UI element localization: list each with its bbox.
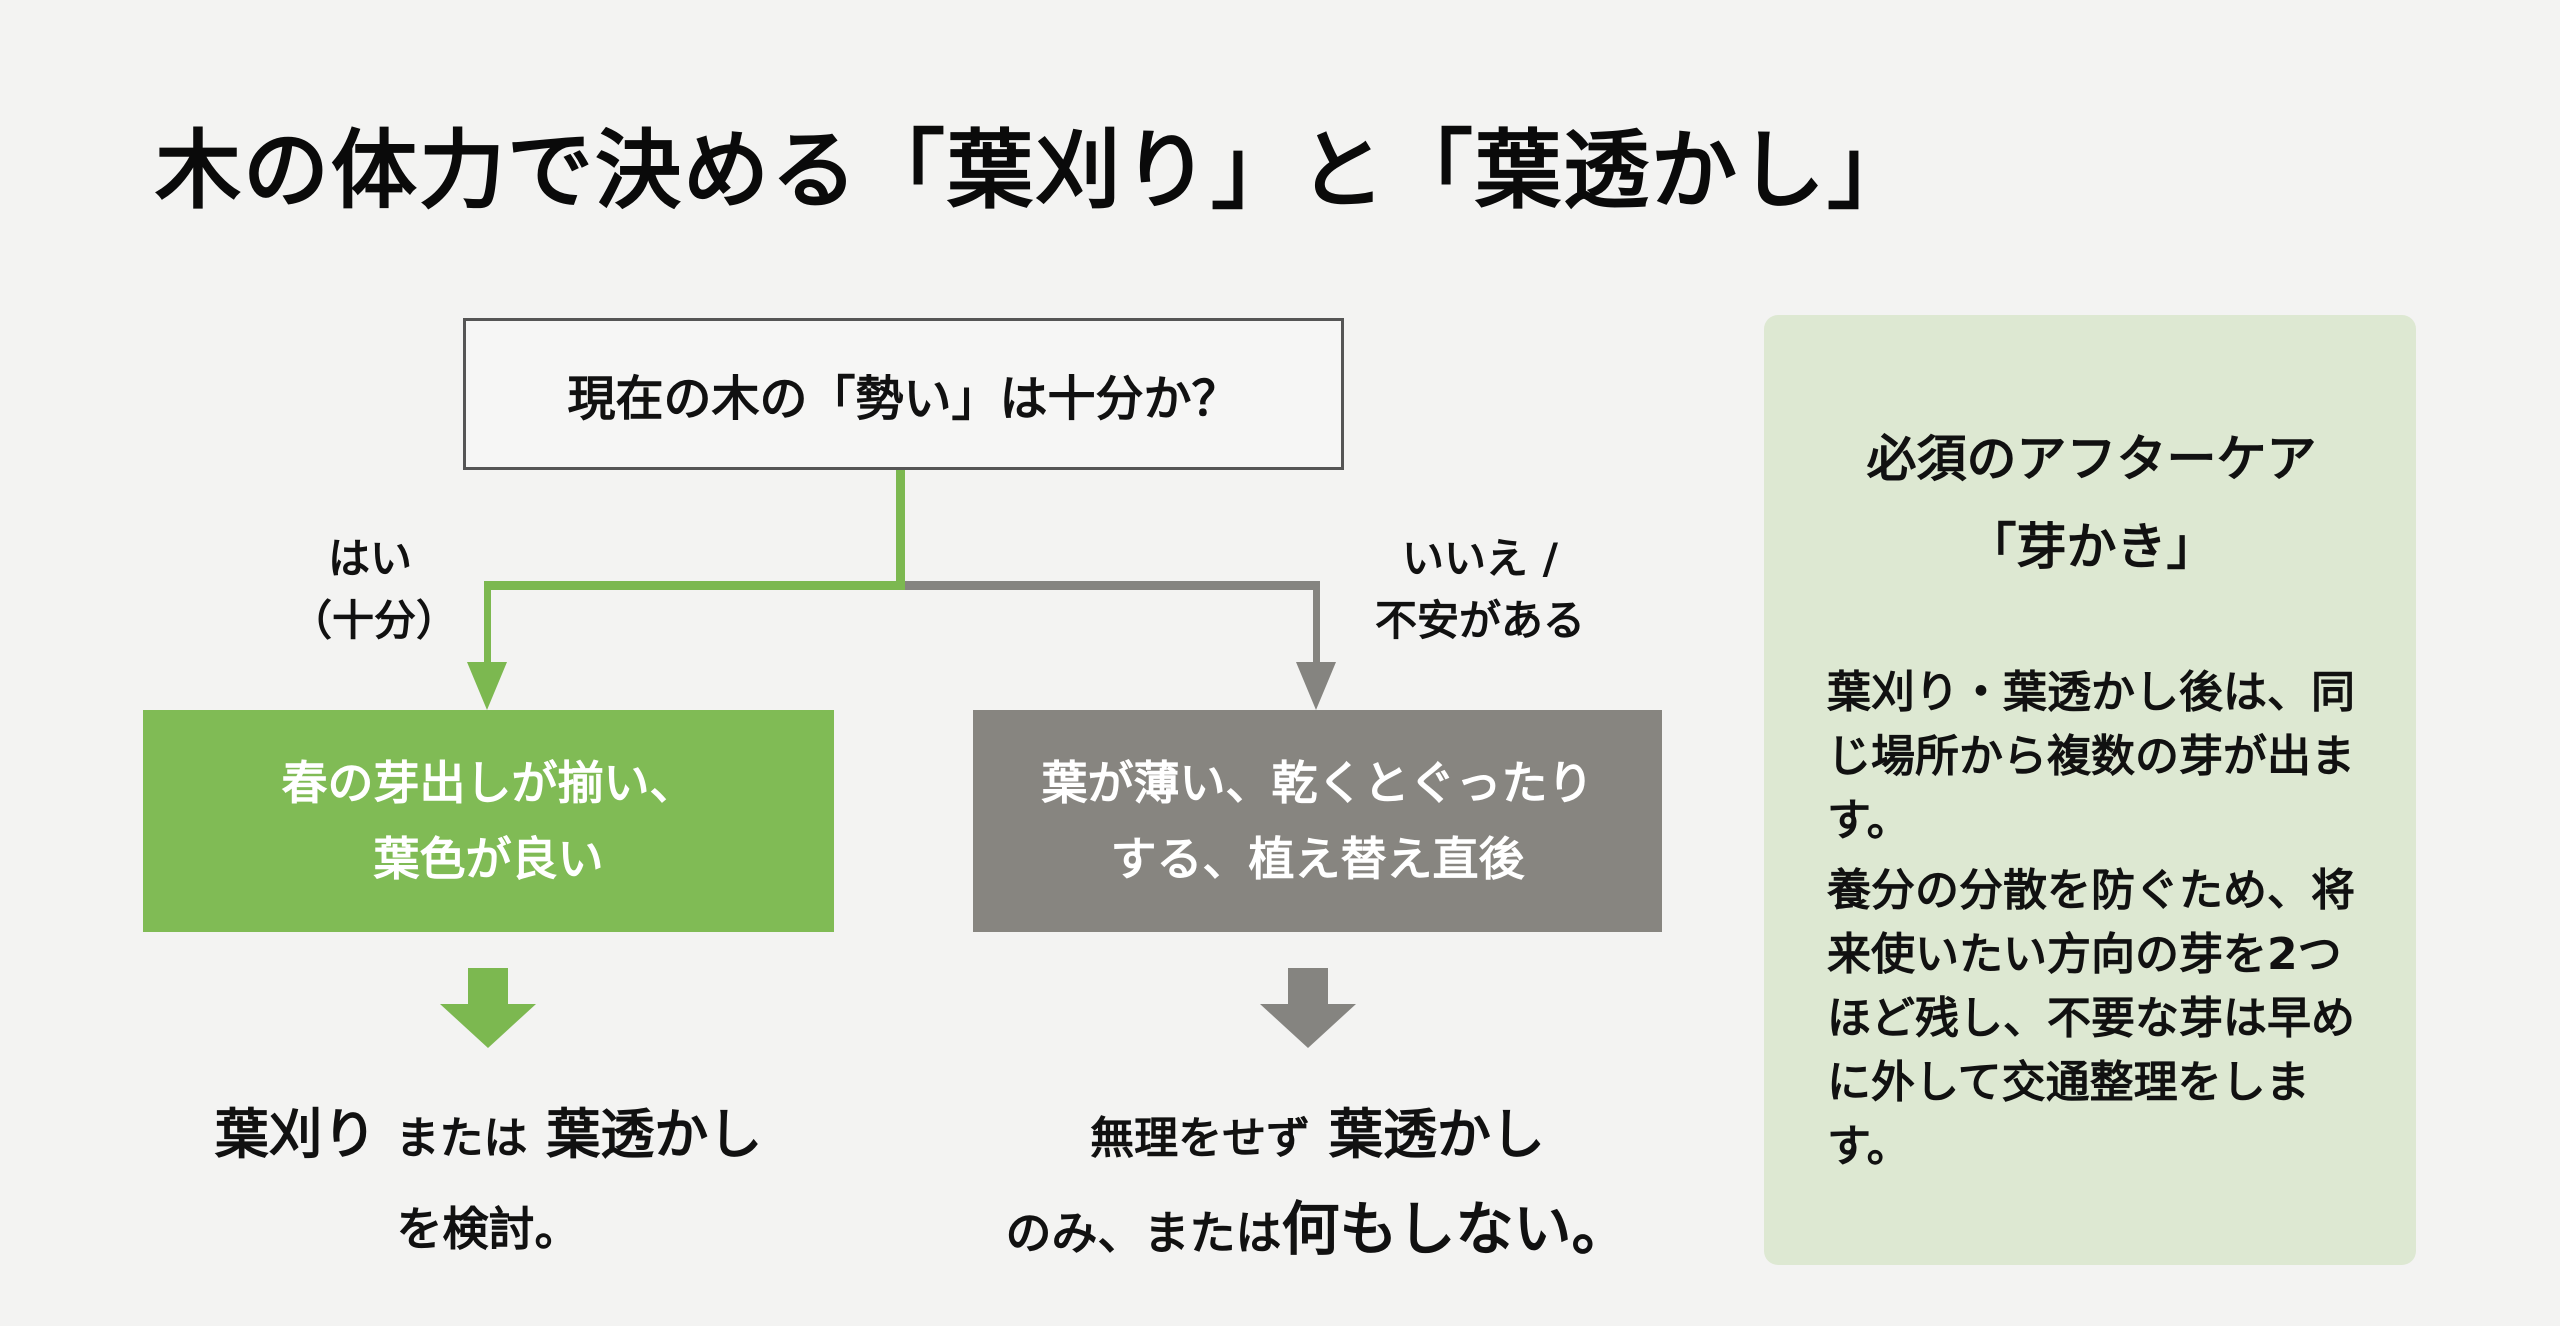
no-result-line2-prefix: のみ、または bbox=[1005, 1206, 1282, 1260]
yes-condition-box: 春の芽出しが揃い、 葉色が良い bbox=[143, 710, 834, 932]
no-arrowhead-icon bbox=[1296, 662, 1336, 710]
aftercare-title: 必須のアフターケア 「芽かき」 bbox=[1827, 415, 2356, 591]
yes-arrowhead-icon bbox=[467, 662, 507, 710]
aftercare-paragraph-1: 葉刈り・葉透かし後は、同じ場所から複数の芽が出ます。 bbox=[1827, 667, 2355, 846]
no-branch-label: いいえ / 不安がある bbox=[1350, 528, 1610, 652]
yes-condition-line2: 葉色が良い bbox=[373, 832, 604, 886]
yes-label-line2: （十分） bbox=[290, 596, 459, 645]
yes-horizontal-connector bbox=[484, 581, 905, 590]
no-result: 無理をせず 葉透かし のみ、または何もしない。 bbox=[960, 1090, 1675, 1278]
no-condition-line1: 葉が薄い、乾くとぐったり bbox=[1041, 756, 1594, 810]
yes-vertical-connector bbox=[484, 581, 491, 671]
yes-branch-label: はい （十分） bbox=[290, 528, 459, 652]
stem-connector bbox=[896, 470, 905, 590]
no-horizontal-connector bbox=[905, 581, 1320, 590]
no-result-line2-emphasis: 何もしない。 bbox=[1281, 1195, 1630, 1263]
no-condition-box: 葉が薄い、乾くとぐったり する、植え替え直後 bbox=[973, 710, 1662, 932]
yes-down-arrow-icon bbox=[440, 968, 536, 1048]
aftercare-title-line2: 「芽かき」 bbox=[1966, 518, 2217, 576]
no-label-line1: いいえ / bbox=[1402, 534, 1558, 583]
no-result-prefix: 無理をせず bbox=[1090, 1113, 1311, 1164]
yes-result-connector: または bbox=[395, 1113, 528, 1164]
yes-condition-line1: 春の芽出しが揃い、 bbox=[281, 756, 696, 810]
aftercare-title-line1: 必須のアフターケア bbox=[1866, 430, 2317, 488]
page-title: 木の体力で決める「葉刈り」と「葉透かし」 bbox=[155, 120, 1915, 221]
yes-result-option1: 葉刈り bbox=[214, 1103, 377, 1166]
no-result-option: 葉透かし bbox=[1328, 1103, 1545, 1166]
aftercare-panel: 必須のアフターケア 「芽かき」 葉刈り・葉透かし後は、同じ場所から複数の芽が出ま… bbox=[1764, 315, 2416, 1265]
yes-label-line1: はい bbox=[327, 534, 412, 583]
no-condition-line2: する、植え替え直後 bbox=[1110, 832, 1525, 886]
no-down-arrow-icon bbox=[1260, 968, 1356, 1048]
no-label-line2: 不安がある bbox=[1374, 596, 1585, 645]
question-box: 現在の木の「勢い」は十分か？ bbox=[463, 318, 1344, 470]
yes-result: 葉刈り または 葉透かし を検討。 bbox=[143, 1090, 834, 1274]
question-text: 現在の木の「勢い」は十分か？ bbox=[567, 371, 1240, 427]
yes-result-option2: 葉透かし bbox=[546, 1103, 763, 1166]
aftercare-body: 葉刈り・葉透かし後は、同じ場所から複数の芽が出ます。 養分の分散を防ぐため、将来… bbox=[1827, 661, 2356, 1179]
no-vertical-connector bbox=[1313, 581, 1320, 671]
aftercare-paragraph-2: 養分の分散を防ぐため、将来使いたい方向の芽を2つほど残し、不要な芽は早めに外して… bbox=[1827, 865, 2355, 1172]
yes-result-line2: を検討。 bbox=[396, 1202, 581, 1256]
